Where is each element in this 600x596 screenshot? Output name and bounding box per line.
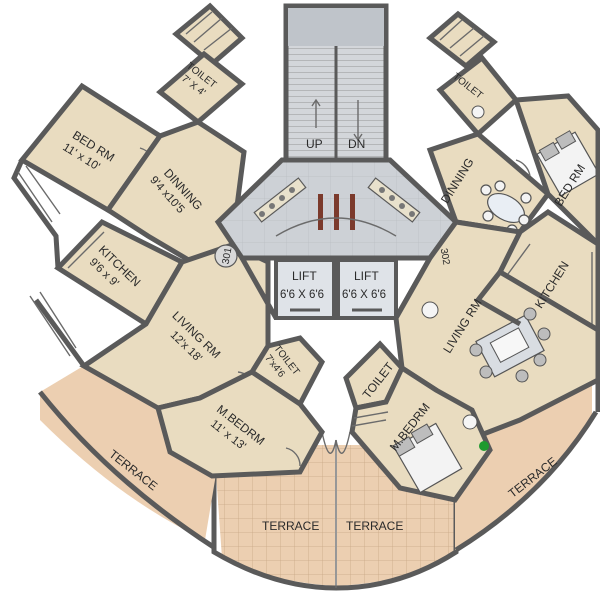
right-living-sofa-set <box>469 307 551 383</box>
terrace-door-swing-left <box>321 431 337 454</box>
core <box>214 3 460 320</box>
stair-up-label: UP <box>306 137 323 151</box>
flat-302-label: 302 <box>438 247 452 266</box>
plant-icon <box>479 441 489 451</box>
lobby-planter-right <box>367 177 421 223</box>
terrace-left-floor <box>40 365 220 540</box>
flat-301-label: 301 <box>221 246 235 265</box>
flat-301-door-marker <box>214 244 238 268</box>
stair-down-arrow <box>353 100 363 142</box>
right-terrace-bottom-label: TERRACE <box>346 519 403 533</box>
lobby-planter-left <box>253 177 307 223</box>
stair-up-arrow <box>311 98 321 128</box>
lobby-feature-bars <box>318 194 355 230</box>
lift-left <box>274 258 336 320</box>
lift-left-label: LIFT <box>292 269 317 283</box>
left-toilet-top-room <box>156 50 246 126</box>
lift-right-size: 6'6 X 6'6 <box>342 289 386 301</box>
left-utility-block <box>172 2 246 68</box>
lift-right <box>336 258 398 320</box>
right-master-fixture <box>462 414 478 430</box>
left-flat <box>11 2 326 479</box>
left-outer-wall <box>11 158 87 368</box>
right-inner-wall <box>474 270 522 327</box>
terrace-bottom-left-floor <box>214 445 335 586</box>
right-bed-door-swing <box>515 159 531 177</box>
right-entry-fixture <box>421 301 439 319</box>
lobby-arc <box>275 217 397 237</box>
right-wardrobe <box>351 411 389 427</box>
right-master-bed <box>392 422 463 494</box>
right-utility-block <box>426 10 498 70</box>
lift-left-size: 6'6 X 6'6 <box>280 289 324 301</box>
terrace-right-floor <box>455 380 592 550</box>
left-master-bedroom <box>154 369 325 479</box>
terrace-door-swing-right <box>335 431 351 454</box>
stair-down-label: DN <box>348 137 365 151</box>
left-dinning-room <box>104 119 247 265</box>
right-flat <box>343 10 600 503</box>
lift-right-label: LIFT <box>354 269 379 283</box>
left-terrace-bottom-label: TERRACE <box>262 519 319 533</box>
terrace-left-outline <box>38 390 217 551</box>
right-bed <box>536 130 600 197</box>
terrace-right-outline <box>454 410 599 553</box>
left-master-door-swing <box>285 447 301 467</box>
